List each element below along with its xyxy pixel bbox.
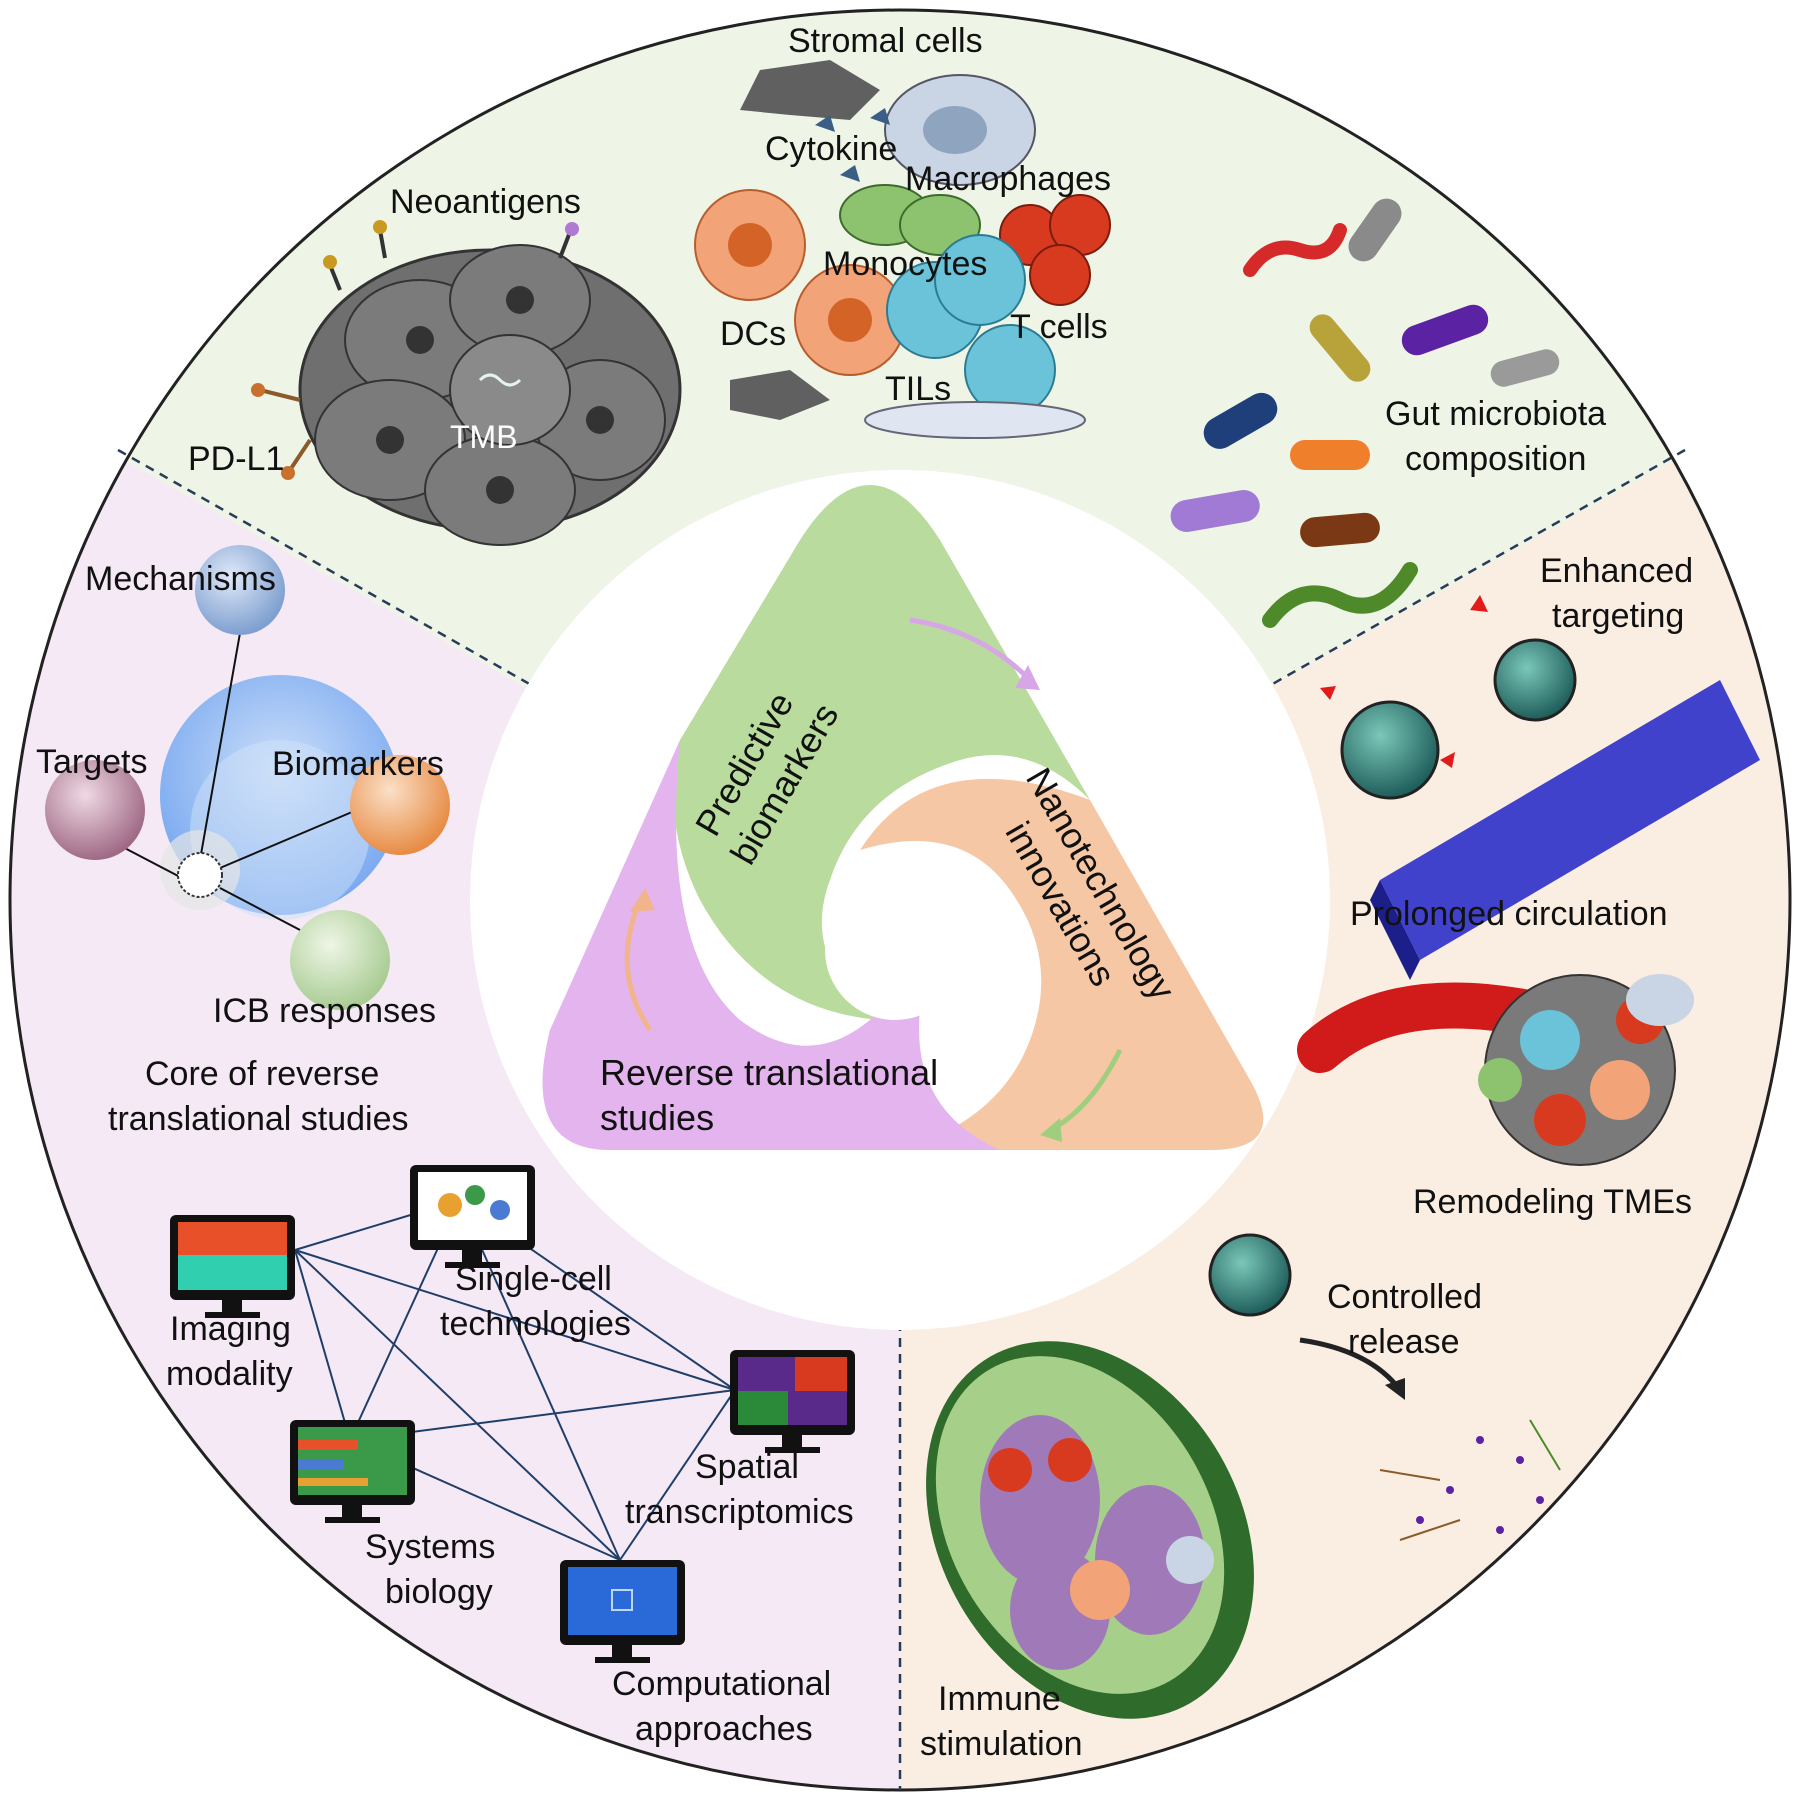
spirillum-icon xyxy=(1243,223,1347,277)
label-stromal-cells: Stromal cells xyxy=(788,22,983,60)
label-biomarkers: Biomarkers xyxy=(272,745,444,783)
arrow-predictive xyxy=(909,617,1032,682)
bacillus-purple-icon xyxy=(1401,304,1489,356)
label-singlecell-line2: technologies xyxy=(440,1305,631,1343)
label-spatial-line2: transcriptomics xyxy=(625,1493,854,1531)
label-tils: TILs xyxy=(885,370,951,408)
label-prolonged: Prolonged circulation xyxy=(1350,895,1668,933)
label-remodeling: Remodeling TMEs xyxy=(1413,1183,1692,1221)
label-dcs: DCs xyxy=(720,315,786,353)
released-drug-icon xyxy=(1379,1419,1561,1541)
immune-cells xyxy=(694,60,1111,439)
bacillus-navy-icon xyxy=(1203,392,1278,449)
imaging-monitor-icon xyxy=(170,1215,295,1318)
label-monocytes: Monocytes xyxy=(823,245,987,283)
purple-lobe xyxy=(542,740,1000,1150)
lipid-bilayer xyxy=(1370,680,1760,980)
stromal-cell-icon xyxy=(740,60,880,120)
release-arrow xyxy=(1299,1337,1402,1392)
label-core-line2: translational studies xyxy=(108,1100,409,1138)
tech-network xyxy=(170,1165,855,1663)
label-immune-line2: stimulation xyxy=(920,1725,1083,1763)
center-hole xyxy=(825,880,965,1020)
label-macrophages: Macrophages xyxy=(905,160,1111,198)
tumor-cluster xyxy=(298,244,682,546)
label-controlled-line2: release xyxy=(1348,1323,1460,1361)
spirillum-green-icon xyxy=(1262,562,1418,628)
green-lobe xyxy=(673,485,1090,1020)
biomarkers-sector-bg xyxy=(10,10,1790,900)
nanoparticles xyxy=(1320,595,1577,800)
label-imaging-line2: modality xyxy=(166,1355,293,1393)
label-tmb: TMB xyxy=(450,419,518,455)
dna-icon xyxy=(478,373,522,387)
pd-l1-receptors xyxy=(251,383,312,480)
label-systems-line1: Systems xyxy=(365,1528,495,1566)
divider-right xyxy=(1261,448,1686,692)
arrow-nanotech-head xyxy=(1040,1118,1062,1142)
nanoparticle-icon xyxy=(1493,638,1577,722)
targets-sphere xyxy=(45,760,145,860)
label-controlled-line1: Controlled xyxy=(1327,1278,1482,1316)
label-computational-line2: approaches xyxy=(635,1710,813,1748)
label-enhanced-line2: targeting xyxy=(1552,597,1684,635)
label-neoantigens: Neoantigens xyxy=(390,183,581,221)
label-core-line1: Core of reverse xyxy=(145,1055,379,1093)
neoantigen-receptors xyxy=(323,220,579,291)
release-nanoparticle-icon xyxy=(1208,1233,1292,1317)
center-triangle xyxy=(542,485,1264,1150)
icb-sphere xyxy=(290,910,390,1010)
label-icb: ICB responses xyxy=(213,992,436,1030)
bacillus-lilac-icon xyxy=(1170,489,1260,533)
bacillus-brown-icon xyxy=(1300,512,1380,548)
label-gut-line1: Gut microbiota xyxy=(1385,395,1606,433)
label-pd-l1: PD-L1 xyxy=(188,440,284,478)
lymph-node xyxy=(926,1341,1254,1719)
biomarkers-sphere xyxy=(350,755,450,855)
label-cytokine: Cytokine xyxy=(765,130,897,168)
core-node xyxy=(177,852,223,898)
core-network xyxy=(45,545,450,1010)
label-singlecell-line1: Single-cell xyxy=(455,1260,612,1298)
label-mechanisms: Mechanisms xyxy=(85,560,276,598)
mechanisms-sphere xyxy=(195,545,285,635)
label-t-cells: T cells xyxy=(1010,308,1108,346)
computational-monitor-icon xyxy=(560,1560,685,1663)
bacillus-orange-icon xyxy=(1290,440,1370,470)
label-targets: Targets xyxy=(36,743,148,781)
label-systems-line2: biology xyxy=(385,1573,493,1611)
label-spatial-line1: Spatial xyxy=(695,1448,799,1486)
bacillus-yellow-icon xyxy=(1309,314,1371,382)
label-immune-line1: Immune xyxy=(938,1680,1061,1718)
arrow-predictive-head xyxy=(1015,665,1040,690)
arrow-reverse xyxy=(624,899,653,1032)
nanoparticle-icon-2 xyxy=(1340,700,1440,800)
label-imaging-line1: Imaging xyxy=(170,1310,291,1348)
label-enhanced-line1: Enhanced xyxy=(1540,552,1693,590)
tme-cluster xyxy=(1297,974,1694,1166)
cytokine-icon xyxy=(815,115,835,132)
gut-microbes xyxy=(1170,198,1560,628)
reverse-line2: studies xyxy=(600,1097,714,1138)
label-gut-line2: composition xyxy=(1405,440,1586,478)
peach-lobe xyxy=(860,778,1264,1150)
spatial-monitor-icon xyxy=(730,1350,855,1453)
systems-monitor-icon xyxy=(290,1420,415,1523)
bacillus-grey-icon xyxy=(1348,198,1402,262)
divider-left xyxy=(117,448,541,692)
single-cell-monitor-icon xyxy=(410,1165,535,1268)
arrow-reverse-head xyxy=(630,888,655,912)
reverse-line1: Reverse translational xyxy=(600,1052,938,1093)
controlled-release xyxy=(1208,1233,1561,1541)
label-computational-line1: Computational xyxy=(612,1665,831,1703)
